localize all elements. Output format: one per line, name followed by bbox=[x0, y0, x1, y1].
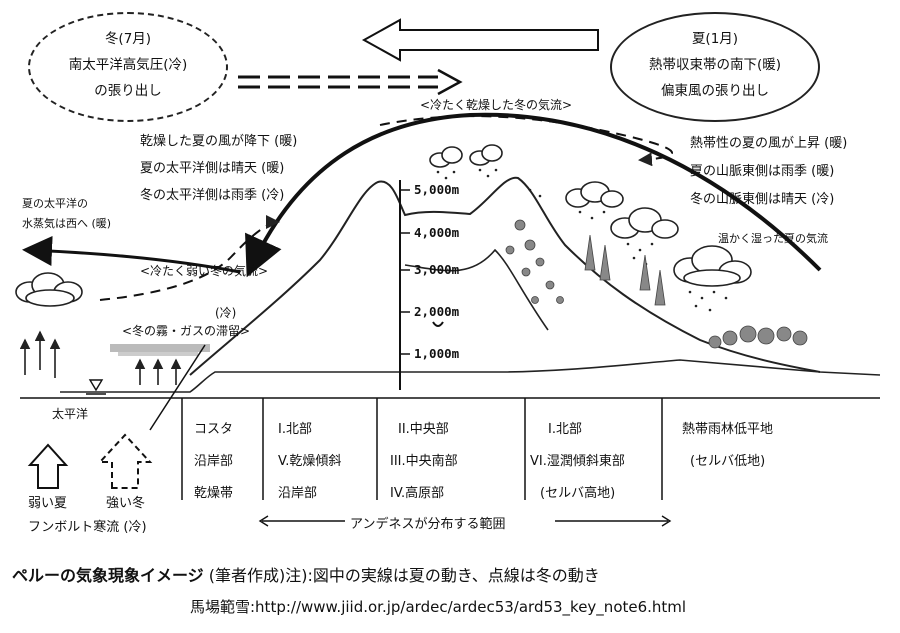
summer-line1: 熱帯収束帯の南下(暖) bbox=[648, 57, 782, 73]
pointer-line bbox=[149, 344, 206, 431]
ground-line bbox=[60, 359, 881, 393]
caption-source: 馬場範雪:http://www.jiid.or.jp/ardec/ardec53… bbox=[190, 598, 687, 616]
altitude-5000: 5,000m bbox=[414, 182, 460, 197]
warm-humid-summer-flow-label: 温かく湿った夏の気流 bbox=[718, 232, 828, 245]
sea-level-icon bbox=[88, 379, 104, 392]
pacific-label: 太平洋 bbox=[52, 407, 89, 421]
summer-direction-arrow bbox=[361, 18, 599, 62]
weak-summer-label: 弱い夏 bbox=[28, 496, 68, 511]
rain-dots bbox=[436, 168, 728, 312]
cloud-icon bbox=[565, 181, 624, 208]
summer-title: 夏(1月) bbox=[691, 31, 739, 47]
region-col2-3: 沿岸部 bbox=[278, 486, 318, 501]
region-col3-1: II.中央部 bbox=[398, 422, 449, 437]
altitude-ticks bbox=[400, 189, 410, 355]
evaporation-arrows bbox=[19, 330, 182, 385]
andes-mountain-back bbox=[189, 176, 821, 376]
caption-title: ペルーの気象現象イメージ bbox=[12, 566, 204, 585]
dry-summer-wind-label: 乾燥した夏の風が降下 (暖) bbox=[140, 134, 298, 149]
andes-inner-ridge bbox=[404, 248, 549, 331]
cloud-icon bbox=[469, 144, 503, 166]
fog-cold-label: (冷) bbox=[215, 306, 237, 320]
region-costa-2: 沿岸部 bbox=[194, 454, 234, 469]
summer-wind-arc bbox=[245, 112, 822, 278]
altitude-3000: 3,000m bbox=[414, 262, 460, 277]
forest-trees bbox=[505, 219, 808, 349]
altitude-4000: 4,000m bbox=[414, 225, 460, 240]
winter-title: 冬(7月) bbox=[104, 31, 152, 47]
caption: ペルーの気象現象イメージ (筆者作成)注):図中の実線は夏の動き、点線は冬の動き bbox=[12, 562, 600, 586]
cloud-icon bbox=[673, 245, 752, 287]
region-col4-2: VI.湿潤傾斜東部 bbox=[530, 454, 625, 469]
strong-winter-arrow bbox=[97, 433, 153, 489]
summer-convergence-box: 夏(1月) 熱帯収束帯の南下(暖) 偏東風の張り出し bbox=[610, 12, 820, 122]
cold-dry-winter-flow-label: <冷たく乾燥した冬の気流> bbox=[420, 98, 573, 112]
weak-winter-flow-arrow bbox=[99, 215, 280, 301]
strong-winter-label: 強い冬 bbox=[106, 496, 146, 511]
fog-stipple bbox=[110, 344, 210, 356]
winter-high-pressure-box: 冬(7月) 南太平洋高気圧(冷) の張り出し bbox=[28, 12, 228, 122]
region-col3-2: III.中央南部 bbox=[390, 454, 458, 469]
region-col3-3: IV.高原部 bbox=[390, 486, 445, 501]
andenes-range-label: アンデネスが分布する範囲 bbox=[350, 517, 506, 532]
winter-line2: の張り出し bbox=[94, 83, 162, 99]
cloud-icon bbox=[15, 272, 83, 307]
region-col4-1: I.北部 bbox=[548, 422, 582, 437]
altitude-1000: 1,000m bbox=[414, 346, 460, 361]
andenes-range-arrow bbox=[258, 515, 672, 527]
winter-pacific-rainy-label: 冬の太平洋側は雨季 (冷) bbox=[140, 188, 285, 203]
region-col5-2: (セルバ低地) bbox=[690, 454, 766, 469]
winter-line1: 南太平洋高気圧(冷) bbox=[68, 57, 188, 73]
summer-line2: 偏東風の張り出し bbox=[661, 83, 769, 99]
humboldt-label: フンボルト寒流 (冷) bbox=[28, 520, 147, 535]
region-col4-3: (セルバ高地) bbox=[540, 486, 616, 501]
fog-gas-label: <冬の霧・ガスの滞留> bbox=[122, 324, 251, 338]
region-costa-3: 乾燥帯 bbox=[194, 486, 234, 501]
winter-mountain-clear-label: 冬の山脈東側は晴天 (冷) bbox=[690, 192, 835, 207]
summer-mountain-rainy-label: 夏の山脈東側は雨季 (暖) bbox=[690, 164, 835, 179]
vapor-label-1: 夏の太平洋の bbox=[22, 197, 88, 210]
region-col2-1: I.北部 bbox=[278, 422, 312, 437]
region-costa-1: コスタ bbox=[194, 422, 234, 437]
region-col2-2: V.乾燥傾斜 bbox=[278, 454, 342, 469]
andenes-mark bbox=[432, 321, 444, 327]
cloud-icon bbox=[429, 146, 463, 168]
cold-weak-winter-flow-label: <冷たく弱い冬の気流> bbox=[140, 264, 269, 278]
tropical-summer-wind-label: 熱帯性の夏の風が上昇 (暖) bbox=[690, 136, 848, 151]
summer-pacific-clear-label: 夏の太平洋側は晴天 (暖) bbox=[140, 161, 285, 176]
region-dividers bbox=[181, 398, 663, 500]
winter-direction-arrow bbox=[238, 68, 463, 96]
vapor-label-2: 水蒸気は西へ (暖) bbox=[22, 217, 112, 230]
cloud-icon bbox=[610, 207, 679, 239]
caption-note: (筆者作成)注):図中の実線は夏の動き、点線は冬の動き bbox=[208, 566, 600, 585]
weak-summer-arrow bbox=[27, 443, 69, 489]
altitude-2000: 2,000m bbox=[414, 304, 460, 319]
region-col5-1: 熱帯雨林低平地 bbox=[682, 422, 774, 437]
